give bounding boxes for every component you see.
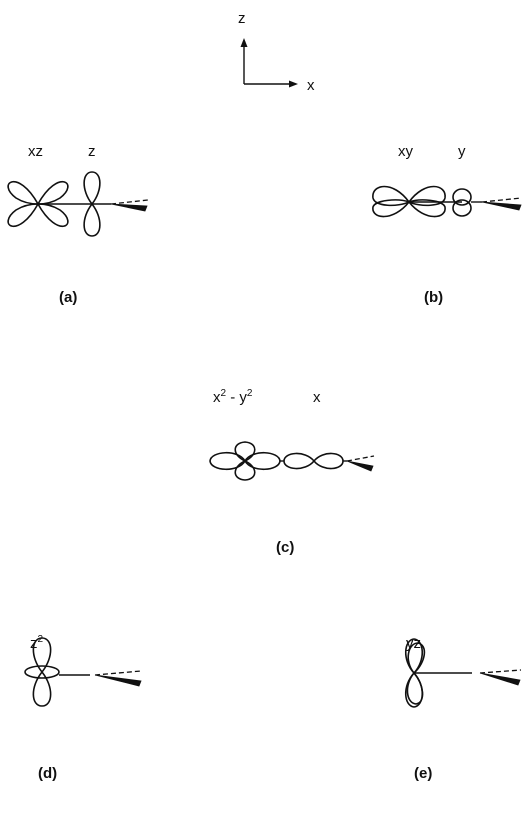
p-x-lobe-right	[314, 453, 343, 468]
panel-caption-c: (c)	[276, 539, 294, 556]
panel-c: x2 - y2 x (c)	[210, 388, 374, 556]
d-xz-lobe-upper-left	[8, 182, 38, 204]
ligand-orbital-label-z: z	[88, 143, 96, 160]
d-x2-y2-lobe-back	[235, 442, 255, 461]
p-x-lobe-left	[284, 453, 314, 468]
panel-caption-b: (b)	[424, 289, 443, 306]
d-xy-lobe-front-left	[373, 200, 409, 217]
ligand-orbital-label-x: x	[313, 389, 321, 406]
coordinate-axes: z x	[238, 10, 315, 94]
hashed-bond	[95, 671, 141, 675]
panel-caption-e: (e)	[414, 765, 432, 782]
metal-orbital-label-z2: z2	[30, 634, 44, 652]
wedge-bond	[480, 673, 520, 685]
p-z-lobe-lower	[84, 204, 100, 236]
metal-orbital-label-xz: xz	[28, 143, 43, 160]
d-xz-lobe-lower-left	[8, 204, 38, 226]
wedge-bond	[482, 202, 521, 210]
wedge-bond	[347, 461, 373, 471]
metal-orbital-label-x2-y2: x2 - y2	[213, 388, 253, 406]
d-xz-lobe-lower-right	[38, 204, 68, 226]
x-axis-label: x	[307, 77, 315, 94]
metal-orbital-label-xy: xy	[398, 143, 414, 160]
d-x2-y2-lobe-left	[210, 453, 245, 470]
wedge-bond	[95, 675, 141, 686]
hashed-bond	[482, 198, 521, 202]
panel-caption-d: (d)	[38, 765, 57, 782]
d-x2-y2-orbital	[210, 442, 280, 480]
x-axis-arrowhead	[289, 81, 298, 88]
p-z-lobe-upper	[84, 172, 100, 204]
panel-e: yz (e)	[406, 635, 521, 782]
panel-d: z2 (d)	[25, 634, 141, 782]
d-x2-y2-lobe-right	[245, 453, 280, 470]
d-x2-y2-lobe-front	[235, 461, 255, 480]
hashed-bond	[111, 200, 148, 204]
panel-a: xz z (a)	[8, 143, 148, 306]
d-xz-lobe-upper-right	[38, 182, 68, 204]
panel-b: xy y (b)	[373, 143, 521, 306]
z-axis-arrowhead	[241, 38, 248, 47]
wedge-bond	[111, 204, 147, 211]
hashed-bond	[480, 670, 521, 673]
z-axis-label: z	[238, 10, 246, 27]
panel-caption-a: (a)	[59, 289, 77, 306]
ligand-orbital-label-y: y	[458, 143, 466, 160]
hashed-bond	[347, 456, 374, 461]
p-x-orbital	[284, 453, 343, 468]
